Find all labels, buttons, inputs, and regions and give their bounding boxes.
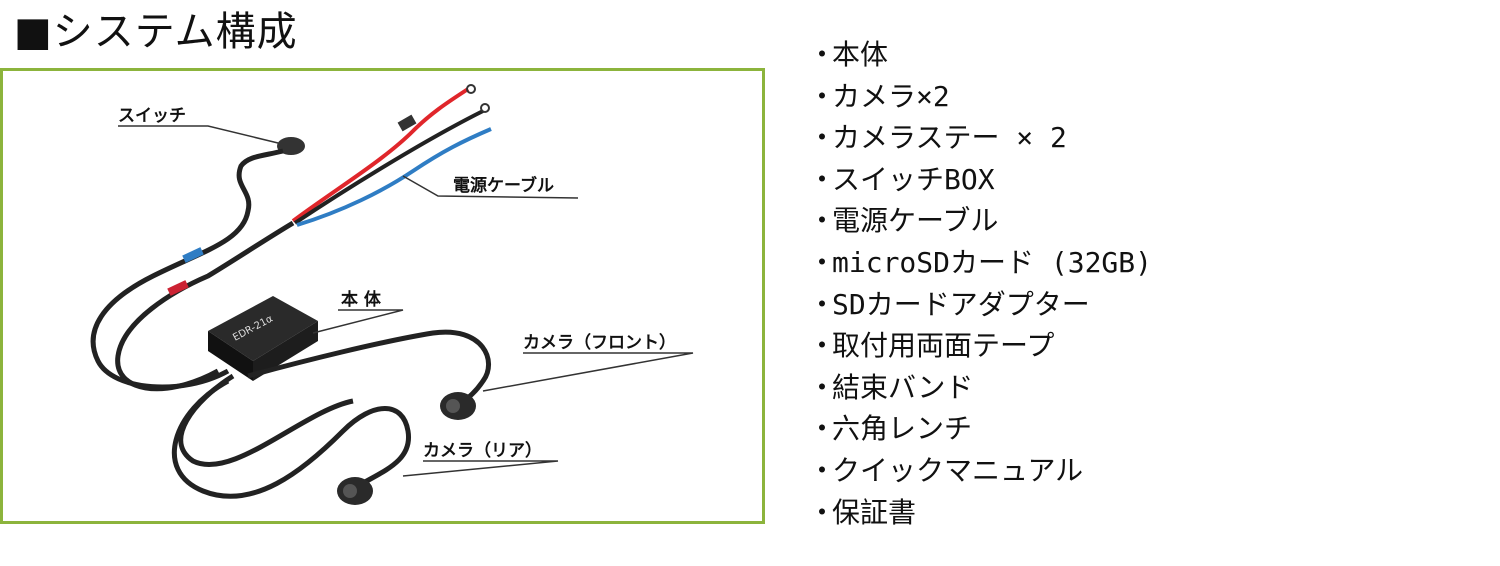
black-power-wire bbox=[293, 109, 484, 225]
rear-camera-icon bbox=[337, 477, 373, 505]
ring-terminal-icon bbox=[466, 84, 490, 113]
switch-cable bbox=[90, 148, 284, 390]
label-switch: スイッチ bbox=[118, 106, 186, 126]
label-camera-rear: カメラ（リア） bbox=[423, 440, 542, 461]
list-item: ・スイッチBOX bbox=[808, 159, 1152, 201]
blue-power-wire bbox=[296, 127, 492, 227]
list-item-label: 本体 bbox=[832, 38, 889, 71]
label-main-unit: 本 体 bbox=[341, 289, 382, 310]
bullet-icon: ・ bbox=[808, 412, 837, 446]
list-item: ・結束バンド bbox=[808, 367, 1152, 409]
bullet-icon: ・ bbox=[808, 329, 837, 363]
list-item: ・保証書 bbox=[808, 492, 1152, 534]
rear-camera-cable bbox=[172, 378, 411, 499]
list-item: ・microSDカード (32GB) bbox=[808, 242, 1152, 284]
title-square-icon: ■ bbox=[14, 9, 53, 55]
label-power-cable: 電源ケーブル bbox=[453, 175, 554, 196]
list-item-label: 電源ケーブル bbox=[832, 204, 999, 238]
bullet-icon: ・ bbox=[808, 38, 837, 71]
bullet-icon: ・ bbox=[808, 287, 837, 321]
list-item-label: 取付用両面テープ bbox=[832, 329, 1055, 363]
front-camera-cable bbox=[247, 329, 491, 408]
bullet-icon: ・ bbox=[808, 162, 837, 196]
list-item-label: カメラ×2 bbox=[832, 79, 950, 113]
bullet-icon: ・ bbox=[808, 121, 837, 155]
bullet-icon: ・ bbox=[808, 495, 837, 529]
list-item: ・カメラ×2 bbox=[808, 76, 1152, 118]
list-item-label: 保証書 bbox=[832, 495, 917, 529]
list-item-label: 結束バンド bbox=[832, 370, 974, 404]
front-camera-icon bbox=[440, 392, 476, 420]
bullet-icon: ・ bbox=[808, 79, 837, 113]
label-camera-front: カメラ（フロント） bbox=[523, 332, 676, 353]
list-item: ・取付用両面テープ bbox=[808, 325, 1152, 367]
bullet-icon: ・ bbox=[808, 453, 837, 487]
list-item: ・電源ケーブル bbox=[808, 200, 1152, 242]
bullet-icon: ・ bbox=[808, 370, 837, 404]
page-title: ■システム構成 bbox=[14, 6, 298, 58]
list-item-label: microSDカード (32GB) bbox=[832, 245, 1153, 279]
list-item: ・本体 bbox=[808, 34, 1152, 76]
list-item: ・カメラステー × 2 bbox=[808, 117, 1152, 159]
bullet-icon: ・ bbox=[808, 204, 837, 238]
list-item-label: 六角レンチ bbox=[832, 412, 973, 446]
title-text: システム構成 bbox=[52, 9, 298, 55]
parts-list: ・本体 ・カメラ×2 ・カメラステー × 2 ・スイッチBOX ・電源ケーブル … bbox=[808, 34, 1152, 533]
switch-icon bbox=[277, 137, 305, 155]
list-item-label: SDカードアダプター bbox=[832, 287, 1090, 321]
list-item-label: クイックマニュアル bbox=[832, 453, 1084, 487]
main-unit-icon: EDR-21α bbox=[208, 296, 318, 381]
list-item-label: カメラステー × 2 bbox=[832, 121, 1067, 155]
bullet-icon: ・ bbox=[808, 245, 837, 279]
red-power-wire bbox=[291, 87, 470, 223]
system-diagram: EDR-21α スイッチ 電源ケーブル 本 体 カメラ（フロント） カメラ（リア… bbox=[90, 84, 694, 505]
system-diagram-frame: EDR-21α スイッチ 電源ケーブル 本 体 カメラ（フロント） カメラ（リア… bbox=[0, 68, 765, 524]
fuse-holder-icon bbox=[397, 114, 417, 132]
list-item-label: スイッチBOX bbox=[832, 162, 995, 196]
list-item: ・クイックマニュアル bbox=[808, 450, 1152, 492]
list-item: ・SDカードアダプター bbox=[808, 284, 1152, 326]
list-item: ・六角レンチ bbox=[808, 408, 1152, 450]
